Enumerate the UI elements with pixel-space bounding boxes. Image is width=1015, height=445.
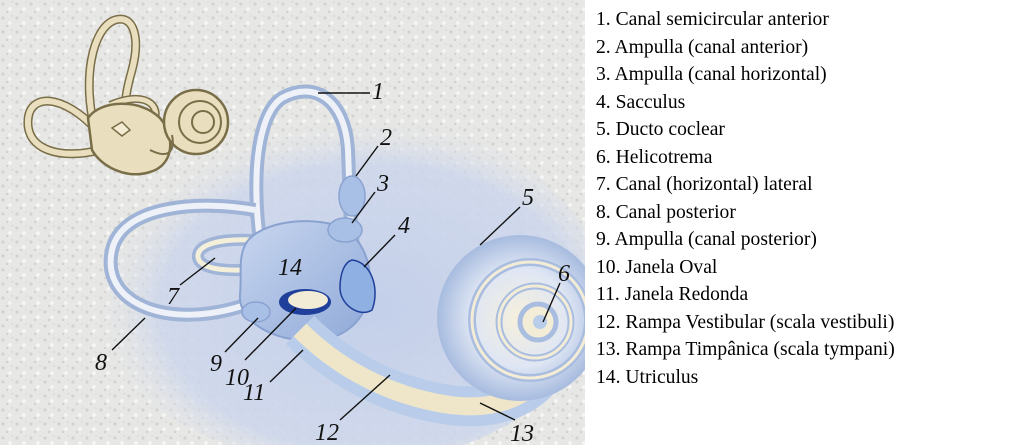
- figure-number-3: 3: [376, 171, 389, 197]
- figure-number-6: 6: [558, 261, 570, 287]
- inner-ear-illustration: 1 2 3 4 5 6 7 8 9 10 11 12 13 14: [0, 0, 585, 445]
- figure-number-11: 11: [243, 380, 265, 406]
- figure-number-7: 7: [167, 284, 180, 310]
- legend-item: 12. Rampa Vestibular (scala vestibuli): [596, 309, 1011, 337]
- figure-number-5: 5: [522, 185, 534, 211]
- figure-number-2: 2: [380, 125, 392, 151]
- figure-number-4: 4: [398, 213, 410, 239]
- figure-number-9: 9: [210, 351, 222, 377]
- legend-item: 5. Ducto coclear: [596, 116, 1011, 144]
- legend-item: 4. Sacculus: [596, 89, 1011, 117]
- legend-item: 6. Helicotrema: [596, 144, 1011, 172]
- figure-number-14: 14: [278, 255, 302, 281]
- ampulla-horizontal: [328, 218, 362, 242]
- legend-item: 10. Janela Oval: [596, 254, 1011, 282]
- figure-number-12: 12: [315, 420, 339, 445]
- legend-item: 2. Ampulla (canal anterior): [596, 34, 1011, 62]
- legend-item: 14. Utriculus: [596, 364, 1011, 392]
- legend-item: 11. Janela Redonda: [596, 281, 1011, 309]
- ampulla-posterior: [242, 302, 270, 322]
- legend-item: 3. Ampulla (canal horizontal): [596, 61, 1011, 89]
- legend-list: 1. Canal semicircular anterior 2. Ampull…: [596, 6, 1011, 391]
- figure-number-1: 1: [372, 79, 384, 105]
- figure-number-8: 8: [95, 350, 107, 376]
- legend-item: 1. Canal semicircular anterior: [596, 6, 1011, 34]
- legend-item: 7. Canal (horizontal) lateral: [596, 171, 1011, 199]
- legend-item: 8. Canal posterior: [596, 199, 1011, 227]
- figure-number-13: 13: [510, 421, 534, 445]
- legend-item: 9. Ampulla (canal posterior): [596, 226, 1011, 254]
- legend-item: 13. Rampa Timpânica (scala tympani): [596, 336, 1011, 364]
